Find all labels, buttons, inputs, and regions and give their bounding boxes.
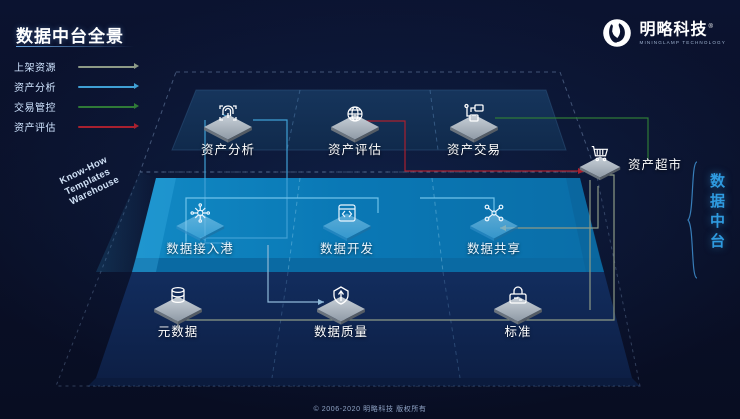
node-label: 数据接入港: [166, 242, 234, 256]
top-slab-divider: [429, 89, 439, 151]
globe-grid-icon: [347, 106, 363, 122]
brand-logo: 明略科技® MININGLAMP TECHNOLOGY: [602, 18, 726, 48]
footer-copyright: © 2006-2020 明略科技 版权所有: [313, 406, 427, 413]
registered-mark: ®: [708, 23, 714, 30]
node-asset-market[interactable]: 资产超市: [578, 145, 683, 181]
vertical-label-char-2: 据: [709, 193, 726, 210]
vertical-label-char-3: 中: [709, 213, 726, 230]
isometric-tile-shape: [317, 296, 365, 325]
legend-label: 交易管控: [14, 103, 56, 114]
middle-slab-left-highlight: [132, 178, 176, 272]
isometric-tile-shape: [450, 114, 498, 143]
node-label: 数据质量: [313, 325, 369, 339]
connector-data-sharing: [185, 197, 495, 243]
node-data-quality[interactable]: 数据质量: [314, 286, 368, 340]
legend-item-asset-analysis: 资产分析: [14, 78, 139, 95]
node-metadata[interactable]: 元数据: [152, 286, 204, 340]
node-tile: [492, 286, 544, 325]
legend-item-trade-control: 交易管控: [14, 98, 139, 115]
legend: 上架资源 资产分析 交易管控 资产评估: [14, 58, 139, 138]
connector-data-quality: [267, 245, 324, 303]
connector-asset-valuation: [355, 120, 585, 172]
legend-label: 上架资源: [14, 63, 56, 74]
isometric-tile-shape: [323, 213, 371, 242]
node-label: 资产超市: [628, 157, 683, 172]
node-label: 标准: [504, 325, 532, 339]
legend-color-swatch: [78, 103, 139, 109]
isometric-tile-shape: [494, 296, 542, 325]
isometric-tile-shape: [579, 156, 621, 181]
layer-bottom-slab: [96, 272, 632, 378]
node-label: 资产分析: [200, 143, 256, 157]
data-hub-icon: [190, 203, 210, 223]
vertical-label-char-1: 数: [709, 173, 726, 190]
node-data-ingest-port[interactable]: 数据接入港: [166, 203, 234, 257]
connector-data-quality-arrow: [318, 299, 324, 305]
top-slab-divider: [286, 89, 301, 151]
legend-label: 资产分析: [14, 83, 56, 94]
node-tile: [329, 104, 381, 143]
legend-color-swatch: [78, 63, 139, 69]
node-data-sharing[interactable]: 数据共享: [467, 203, 521, 257]
node-tile: [448, 103, 500, 143]
bottom-slab-divider: [442, 271, 461, 379]
node-asset-analysis[interactable]: 资产分析: [201, 104, 255, 158]
isometric-tile-shape: [470, 213, 518, 242]
legend-label: 资产评估: [14, 123, 56, 134]
fingerprint-analysis-icon: [219, 105, 237, 121]
node-standards[interactable]: 标准: [492, 286, 544, 340]
isometric-tile-shape: [331, 114, 379, 143]
legend-color-swatch: [78, 83, 139, 89]
vertical-label-char-4: 台: [709, 233, 726, 250]
data-midplatform-vertical-label: 数 据 中 台: [710, 172, 726, 252]
brand-name-cn-text: 明略科技: [639, 21, 708, 39]
standard-lock-icon: [509, 286, 527, 304]
isometric-tile-shape: [154, 296, 202, 325]
node-tile: [315, 286, 367, 325]
node-tile: [152, 286, 204, 325]
layer-middle-slab-edge: [132, 258, 604, 272]
node-tile: [174, 203, 226, 242]
brand-text: 明略科技® MININGLAMP TECHNOLOGY: [639, 19, 726, 47]
node-tile: [321, 203, 373, 242]
node-tile: [578, 145, 622, 181]
shopping-cart-icon: [591, 145, 609, 162]
code-window-icon: [338, 204, 356, 222]
connector-asset-valuation-arrow: [578, 168, 585, 174]
node-label: 资产评估: [327, 143, 383, 157]
network-exchange-icon: [464, 103, 484, 122]
node-asset-valuation[interactable]: 资产评估: [328, 104, 382, 158]
left-edge-glow: [96, 172, 156, 272]
node-asset-trading[interactable]: 资产交易: [446, 103, 502, 158]
node-data-development[interactable]: 数据开发: [320, 203, 374, 257]
brand-name-en: MININGLAMP TECHNOLOGY: [639, 40, 726, 46]
node-label: 数据开发: [319, 242, 375, 256]
legend-color-swatch: [78, 123, 139, 129]
legend-item-shelf-resource: 上架资源: [14, 58, 139, 75]
node-tile: [202, 104, 254, 143]
bottom-slab-divider: [271, 271, 289, 379]
node-label: 元数据: [157, 325, 199, 339]
isometric-tile-shape: [204, 114, 252, 143]
middle-slab-right-shade: [566, 178, 604, 272]
brace-icon: [687, 161, 698, 279]
quality-shield-icon: [333, 286, 349, 305]
connector-asset-trading: [495, 117, 649, 160]
layer-top-outline: [171, 89, 567, 151]
title-underline: [16, 46, 134, 47]
share-nodes-icon: [484, 204, 504, 222]
database-icon: [171, 286, 185, 304]
page-title: 数据中台全景: [16, 27, 124, 46]
legend-item-asset-valuation: 资产评估: [14, 118, 139, 135]
node-label: 资产交易: [446, 143, 502, 157]
bottom-slab-base: [88, 378, 640, 386]
node-tile: [468, 203, 520, 242]
isometric-tile-shape: [176, 213, 224, 242]
mininglamp-logo-icon: [603, 19, 632, 47]
node-label: 数据共享: [466, 242, 522, 256]
brand-name-cn: 明略科技®: [639, 19, 726, 38]
